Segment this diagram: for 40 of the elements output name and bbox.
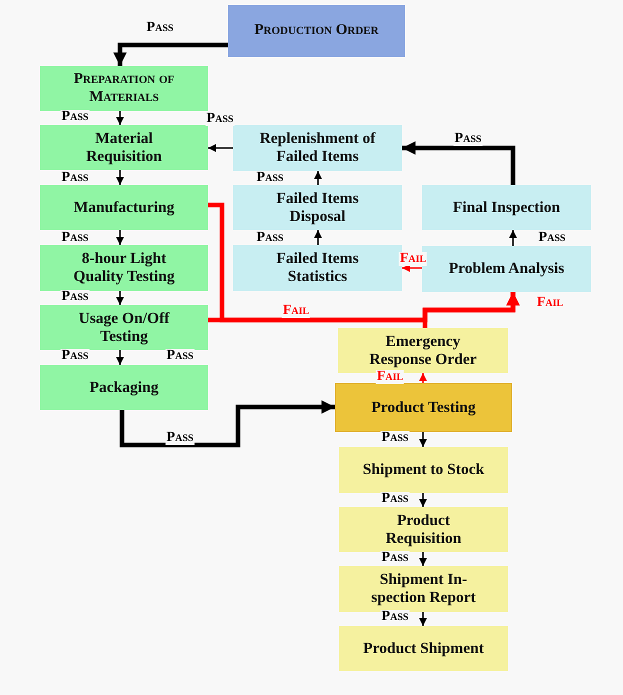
process-box: Product Testing: [335, 383, 512, 432]
process-box: Product Requisition: [339, 507, 508, 552]
arrow: [419, 612, 427, 626]
edge-label: Pass: [454, 132, 482, 146]
process-box: Product Shipment: [339, 626, 508, 671]
arrow: [419, 493, 427, 507]
edge-label: Fail: [398, 252, 428, 266]
arrow: [116, 350, 124, 365]
process-box: Shipment In- spection Report: [339, 566, 508, 612]
arrow: [116, 291, 124, 305]
arrow: [116, 111, 124, 125]
process-box: Shipment to Stock: [339, 447, 508, 493]
arrow: [402, 264, 422, 272]
arrow: [422, 292, 520, 328]
process-box: Replenishment of Failed Items: [233, 125, 402, 171]
process-box: Failed Items Disposal: [233, 185, 402, 230]
process-box: Packaging: [40, 365, 208, 410]
process-box: 8-hour Light Quality Testing: [40, 245, 208, 291]
arrow: [419, 432, 427, 447]
arrow: [314, 230, 322, 245]
edge-label: Fail: [282, 304, 310, 318]
arrow: [116, 230, 124, 245]
edge-label: Pass: [166, 431, 194, 445]
arrow: [419, 373, 427, 383]
process-box: Production Order: [228, 5, 405, 57]
process-box: Manufacturing: [40, 185, 208, 230]
process-box: Final Inspection: [422, 185, 591, 230]
process-box: Preparation of Materials: [40, 66, 208, 111]
process-box: Usage On/Off Testing: [40, 305, 208, 350]
arrow: [402, 141, 516, 185]
arrow: [120, 400, 335, 448]
edge-label: Fail: [376, 370, 404, 384]
arrow: [208, 144, 233, 152]
arrow: [419, 552, 427, 566]
process-box: Material Requisition: [40, 125, 208, 170]
arrow: [113, 42, 228, 66]
arrow: [314, 171, 322, 185]
edge-label: Pass: [206, 112, 234, 126]
arrow: [509, 230, 517, 246]
arrow: [116, 170, 124, 185]
